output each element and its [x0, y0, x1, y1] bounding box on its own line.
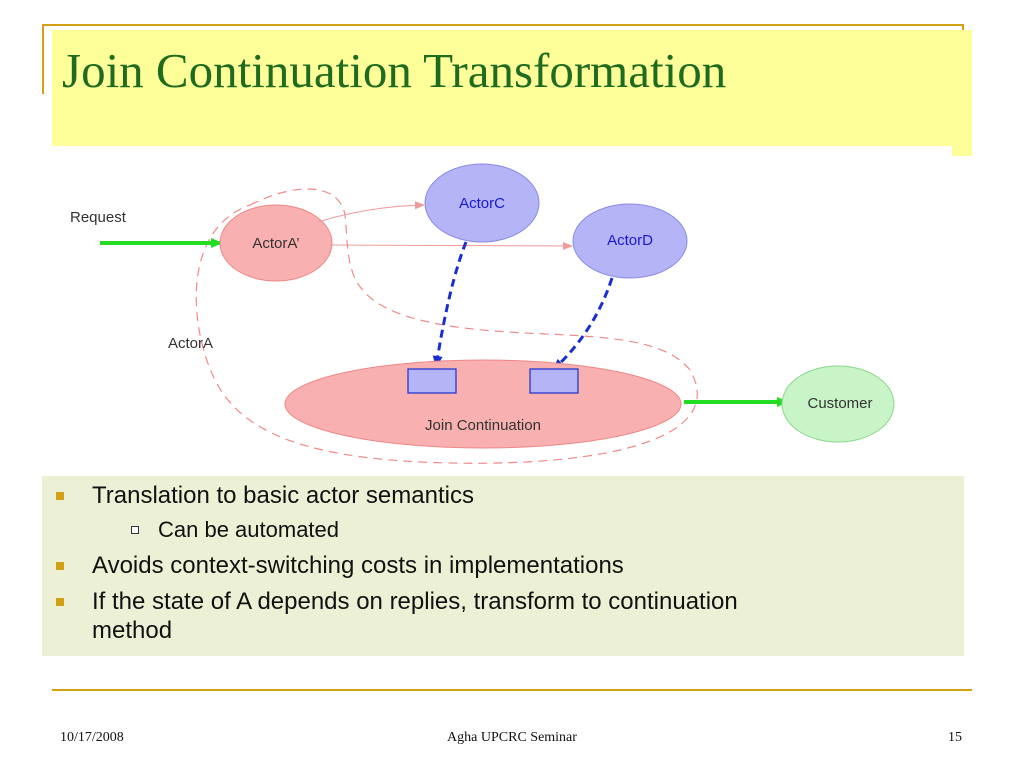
bullet-text: Translation to basic actor semantics: [92, 482, 474, 509]
actorc-node: [424, 163, 540, 243]
footer-date: 10/17/2008: [60, 730, 124, 745]
bullet-panel: [42, 476, 964, 656]
join-continuation-label: Join Continuation: [425, 417, 541, 434]
title-band: [52, 30, 972, 156]
actora-prime-node: [219, 204, 333, 282]
sub-bullet-text: Can be automated: [158, 517, 340, 542]
bullet-text: Avoids context-switching costs in implem…: [92, 552, 624, 579]
request-label: Request: [70, 209, 127, 226]
sub-bullet-marker: [131, 526, 139, 534]
title-frame-top-line: [42, 24, 964, 26]
reply-arrow-actord: [551, 277, 614, 372]
join-continuation-node: [284, 359, 682, 449]
bullet-marker: [56, 492, 64, 500]
bullet-text: If the state of A depends on replies, tr…: [92, 588, 738, 615]
title-frame-left-line: [42, 24, 44, 94]
actora-boundary: [195, 188, 698, 464]
footer-rule: [52, 689, 972, 691]
message-arrow-to-actorc: [317, 201, 425, 223]
title-band-notch: [52, 146, 952, 158]
join-slot-d: [529, 368, 579, 394]
slide-title: Join Continuation Transformation: [62, 43, 727, 98]
actora-prime-label: ActorA’: [252, 235, 299, 252]
customer-node: [781, 365, 895, 443]
reply-arrow-actorc: [432, 241, 468, 368]
bullet-text-continuation: method: [92, 617, 173, 644]
footer-title: Agha UPCRC Seminar: [447, 730, 577, 745]
bullet-marker: [56, 562, 64, 570]
message-arrow-to-actord: [329, 241, 573, 250]
bullet-marker: [56, 598, 64, 606]
actorc-label: ActorC: [459, 195, 505, 212]
join-slot-c: [407, 368, 457, 394]
actord-node: [572, 203, 688, 279]
customer-label: Customer: [807, 395, 872, 412]
actord-label: ActorD: [607, 232, 653, 249]
actora-label: ActorA: [168, 335, 213, 352]
page-number: 15: [948, 730, 962, 745]
join-continuation-diagram: Request ActorA’ ActorC ActorD ActorA Joi…: [70, 163, 895, 464]
